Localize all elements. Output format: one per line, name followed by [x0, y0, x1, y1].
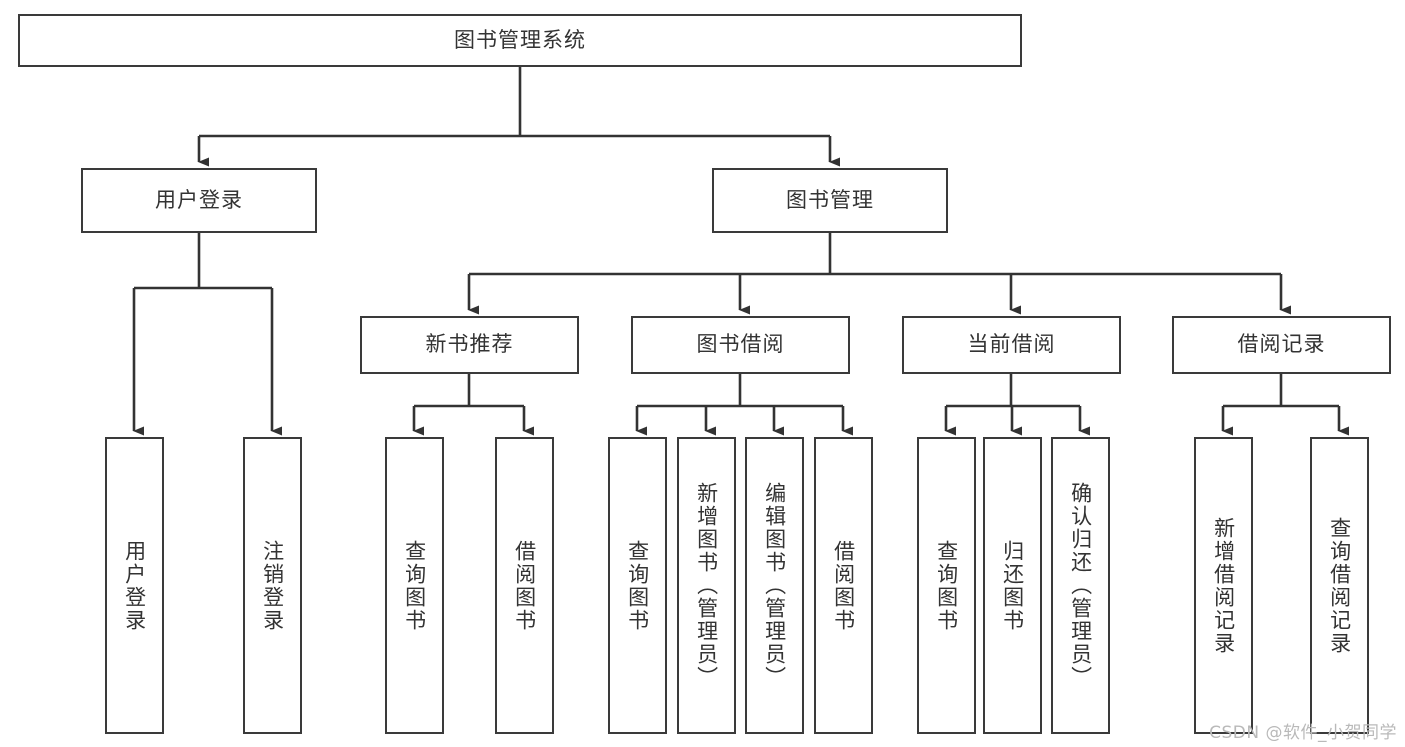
leaf-search-books-recommend[interactable]: 查询图书	[385, 437, 444, 734]
node-label: 图书借阅	[696, 332, 785, 357]
node-label: 图书管理	[786, 187, 874, 212]
node-label: 归还图书	[1000, 539, 1025, 632]
leaf-add-book-admin[interactable]: 新增图书（管理员）	[677, 437, 736, 734]
leaf-confirm-return-admin[interactable]: 确认归还（管理员）	[1051, 437, 1110, 734]
leaf-edit-book-admin[interactable]: 编辑图书（管理员）	[745, 437, 804, 734]
node-label: 查询图书	[934, 539, 959, 632]
node-label: 当前借阅	[967, 332, 1056, 357]
node-label: 查询借阅记录	[1327, 516, 1352, 655]
node-label: 图书管理系统	[454, 27, 586, 52]
leaf-borrow-books-recommend[interactable]: 借阅图书	[495, 437, 554, 734]
node-label: 查询图书	[625, 539, 650, 632]
node-book-management[interactable]: 图书管理	[712, 168, 948, 233]
node-borrowing-records[interactable]: 借阅记录	[1172, 316, 1391, 374]
watermark-text: CSDN @软件_小贺同学	[1209, 723, 1397, 743]
node-root-book-management-system[interactable]: 图书管理系统	[18, 14, 1022, 67]
node-label: 借阅记录	[1237, 332, 1326, 357]
node-current-borrowing[interactable]: 当前借阅	[902, 316, 1121, 374]
node-label: 确认归还（管理员）	[1068, 482, 1093, 689]
node-label: 编辑图书（管理员）	[762, 482, 787, 689]
leaf-search-books-current[interactable]: 查询图书	[917, 437, 976, 734]
leaf-search-borrow-record[interactable]: 查询借阅记录	[1310, 437, 1369, 734]
node-label: 新书推荐	[425, 332, 514, 357]
node-label: 新增借阅记录	[1211, 516, 1236, 655]
node-label: 查询图书	[402, 539, 427, 632]
leaf-search-books-borrow[interactable]: 查询图书	[608, 437, 667, 734]
node-label: 用户登录	[155, 187, 243, 212]
node-label: 用户登录	[122, 539, 147, 632]
node-label: 借阅图书	[512, 539, 537, 632]
node-book-borrowing[interactable]: 图书借阅	[631, 316, 850, 374]
leaf-user-login[interactable]: 用户登录	[105, 437, 164, 734]
leaf-borrow-book[interactable]: 借阅图书	[814, 437, 873, 734]
node-user-login[interactable]: 用户登录	[81, 168, 317, 233]
leaf-add-borrow-record[interactable]: 新增借阅记录	[1194, 437, 1253, 734]
leaf-logout[interactable]: 注销登录	[243, 437, 302, 734]
node-label: 新增图书（管理员）	[694, 482, 719, 689]
leaf-return-book[interactable]: 归还图书	[983, 437, 1042, 734]
node-label: 借阅图书	[831, 539, 856, 632]
node-new-book-recommendation[interactable]: 新书推荐	[360, 316, 579, 374]
node-label: 注销登录	[260, 539, 285, 632]
